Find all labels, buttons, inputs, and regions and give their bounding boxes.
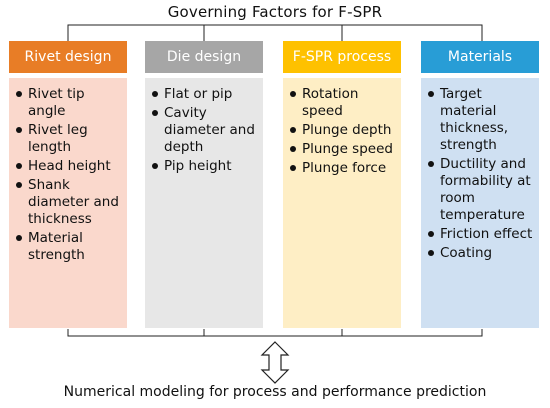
bullet-icon [152, 110, 158, 116]
bullet-icon [290, 146, 296, 152]
item-label: Rotation speed [302, 86, 359, 119]
bullet-icon [428, 250, 434, 256]
item-label: Cavity diameter and depth [164, 105, 255, 155]
item-label: Friction effect [440, 226, 533, 242]
list-item: Friction effect [427, 226, 535, 243]
item-label: Plunge speed [302, 141, 393, 157]
double-arrow-icon [260, 341, 290, 384]
diagram-title: Governing Factors for F-SPR [167, 3, 383, 21]
item-label: Flat or pip [164, 86, 233, 102]
bullet-icon [16, 127, 22, 133]
top-bracket-line [67, 24, 483, 41]
bullet-icon [428, 91, 434, 97]
item-label: Ductility and formability at room temper… [440, 156, 531, 223]
item-label: Plunge force [302, 160, 387, 176]
list-item: Rotation speed [289, 86, 397, 120]
item-label: Plunge depth [302, 122, 392, 138]
list-item: Rivet tip angle [15, 86, 123, 120]
bullet-icon [290, 165, 296, 171]
column-body: Flat or pip Cavity diameter and depth Pi… [145, 78, 263, 328]
footer-caption: Numerical modeling for process and perfo… [63, 384, 487, 400]
item-label: Rivet leg length [28, 122, 88, 155]
column-header: F-SPR process [283, 41, 401, 73]
bullet-icon [428, 161, 434, 167]
item-label: Material strength [28, 230, 85, 263]
list-item: Cavity diameter and depth [151, 105, 259, 156]
bullet-icon [428, 231, 434, 237]
list-item: Pip height [151, 158, 259, 175]
item-label: Pip height [164, 158, 232, 174]
column-materials: Materials Target material thickness, str… [421, 41, 539, 328]
item-label: Shank diameter and thickness [28, 177, 119, 227]
column-body: Target material thickness, strength Duct… [421, 78, 539, 328]
column-body: Rotation speed Plunge depth Plunge speed… [283, 78, 401, 328]
column-rivet-design: Rivet design Rivet tip angle Rivet leg l… [9, 41, 127, 328]
list-item: Flat or pip [151, 86, 259, 103]
list-item: Head height [15, 158, 123, 175]
bullet-icon [290, 127, 296, 133]
list-item: Coating [427, 245, 535, 262]
item-label: Target material thickness, strength [440, 86, 509, 153]
bullet-icon [152, 91, 158, 97]
bullet-icon [290, 91, 296, 97]
list-item: Plunge force [289, 160, 397, 177]
column-header: Materials [421, 41, 539, 73]
column-header: Rivet design [9, 41, 127, 73]
column-die-design: Die design Flat or pip Cavity diameter a… [145, 41, 263, 328]
column-header: Die design [145, 41, 263, 73]
bottom-bracket-line [67, 329, 483, 337]
list-item: Shank diameter and thickness [15, 177, 123, 228]
bullet-icon [16, 182, 22, 188]
bullet-icon [16, 163, 22, 169]
item-label: Rivet tip angle [28, 86, 85, 119]
bullet-icon [152, 163, 158, 169]
list-item: Plunge speed [289, 141, 397, 158]
bullet-icon [16, 91, 22, 97]
list-item: Ductility and formability at room temper… [427, 156, 535, 224]
item-label: Coating [440, 245, 493, 261]
bullet-icon [16, 235, 22, 241]
list-item: Material strength [15, 230, 123, 264]
list-item: Target material thickness, strength [427, 86, 535, 154]
column-body: Rivet tip angle Rivet leg length Head he… [9, 78, 127, 328]
item-label: Head height [28, 158, 111, 174]
column-f-spr-process: F-SPR process Rotation speed Plunge dept… [283, 41, 401, 328]
list-item: Rivet leg length [15, 122, 123, 156]
list-item: Plunge depth [289, 122, 397, 139]
